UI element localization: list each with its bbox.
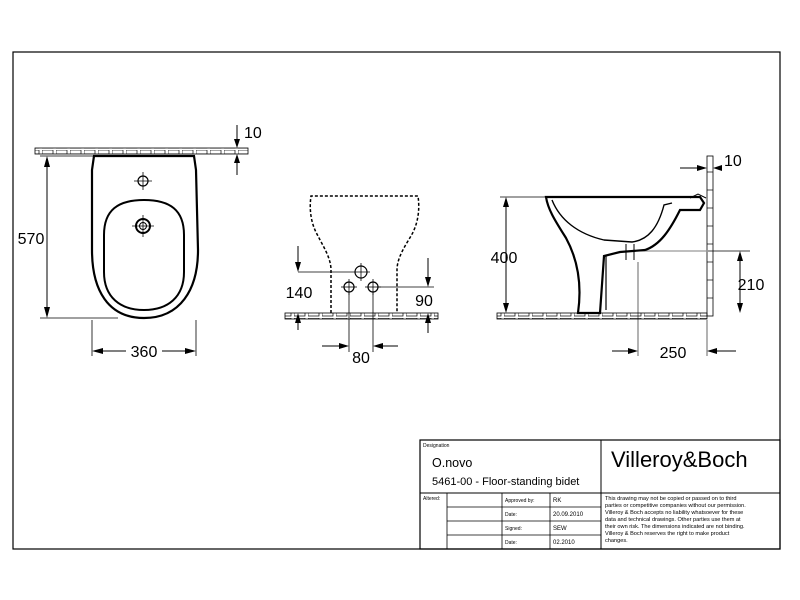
row-label-date-2: Date:: [505, 540, 517, 546]
front-view: 140 90 80: [284, 195, 439, 367]
disclaimer-line-1: This drawing may not be copied or passed…: [605, 496, 737, 502]
product-name: O.novo: [432, 456, 472, 470]
disclaimer-line-7: changes.: [605, 538, 628, 544]
top-view-bowl: [103, 198, 185, 312]
side-view-bowl-inner: [551, 199, 673, 243]
dim-side-drain: 210: [738, 277, 765, 294]
drawing-border: [12, 51, 781, 550]
dim-top-height: 570: [18, 231, 45, 248]
brand-logo-text: Villeroy&Boch: [611, 447, 748, 472]
side-view-wall: [706, 155, 714, 317]
dim-top-width: 360: [131, 344, 158, 361]
dim-front-supply: 140: [286, 285, 313, 302]
title-block: Designation O.novo 5461-00 - Floor-stand…: [419, 439, 781, 550]
dim-side-depth: 250: [660, 345, 687, 362]
dim-front-spacing: 80: [352, 350, 370, 367]
disclaimer-line-2: parties or competitive companies without…: [605, 503, 746, 509]
disclaimer-line-4: data and technical drawings. Other parti…: [605, 517, 741, 523]
altered-label: Altered:: [423, 496, 440, 502]
row-label-date-1: Date:: [505, 512, 517, 518]
row-value-date-1: 20.09.2010: [553, 512, 584, 518]
front-view-floor: [284, 312, 439, 320]
row-label-signed: Signed:: [505, 526, 522, 532]
dim-top-wall: 10: [244, 125, 262, 142]
disclaimer-line-6: Villeroy & Boch reserves the right to ma…: [605, 531, 730, 537]
front-view-bidet-outline: [309, 195, 420, 313]
product-description: 5461-00 - Floor-standing bidet: [432, 476, 579, 488]
top-view: 570 10 360: [18, 125, 262, 361]
side-view-floor: [496, 312, 708, 320]
disclaimer-line-5: their own risk. The dimensions indicated…: [605, 524, 745, 530]
dim-side-height: 400: [491, 250, 518, 267]
side-view-bidet-profile: [544, 195, 706, 315]
row-value-approved: RK: [553, 498, 561, 504]
dim-front-drain: 90: [415, 293, 433, 310]
dim-side-wall: 10: [724, 153, 742, 170]
row-label-approved: Approved by:: [505, 498, 534, 504]
top-view-bidet-outline: [90, 154, 200, 320]
designation-label: Designation: [423, 443, 450, 449]
top-view-wall: [34, 147, 249, 155]
disclaimer-line-3: Villeroy & Boch accepts no liability wha…: [605, 510, 743, 516]
side-view: 400 10 210 250: [491, 153, 765, 362]
row-value-date-2: 02.2010: [553, 540, 575, 546]
row-value-signed: SEW: [553, 526, 567, 532]
